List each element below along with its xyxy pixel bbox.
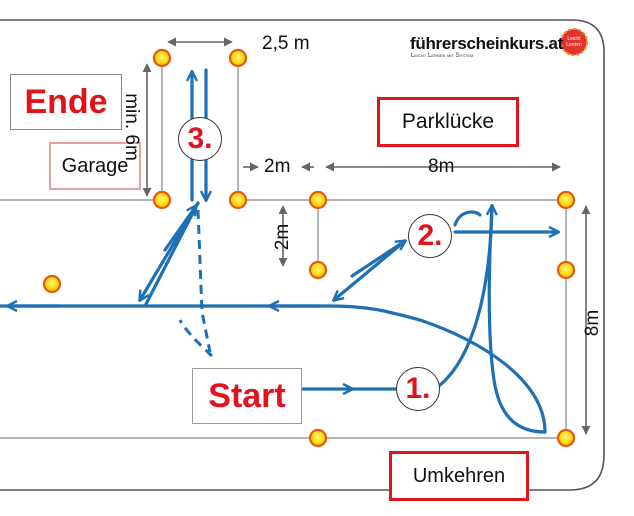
cone: [556, 260, 576, 280]
cone: [152, 190, 172, 210]
dim-turn-width: 8m: [582, 309, 604, 337]
cone: [152, 48, 172, 68]
umkehren-label: Umkehren: [389, 451, 529, 501]
cone: [308, 260, 328, 280]
brand-badge-icon: [560, 28, 588, 56]
brand-tagline: Leicht Lernen mit System: [411, 53, 474, 59]
cone: [308, 190, 328, 210]
step-1-marker: 1.: [396, 367, 440, 411]
ende-label: Ende: [10, 74, 122, 130]
step-2-marker: 2.: [408, 214, 452, 258]
cone: [308, 428, 328, 448]
cone: [228, 48, 248, 68]
dimension-arrows: [142, 37, 591, 435]
cone: [556, 428, 576, 448]
garage-label: Garage: [49, 142, 141, 190]
start-label: Start: [192, 368, 302, 424]
brand-name: führerscheinkurs.at: [410, 34, 564, 53]
step-3-marker: 3.: [178, 117, 222, 161]
dashed-path: [178, 209, 214, 358]
course-frame: [0, 19, 605, 491]
dim-top-width: 2,5 m: [262, 33, 310, 54]
track-lines: [0, 60, 567, 439]
parkluecke-label: Parklücke: [377, 97, 519, 147]
brand-badge-text: Leicht Lernen: [566, 36, 582, 48]
cones: [42, 48, 576, 448]
cone: [556, 190, 576, 210]
dim-parking-depth: 2m: [272, 223, 294, 251]
cone: [42, 274, 62, 294]
cone: [228, 190, 248, 210]
dim-garage-depth: min. 6m: [120, 93, 142, 161]
dim-parking-length: 8m: [428, 156, 455, 177]
dim-gap: 2m: [264, 156, 291, 177]
